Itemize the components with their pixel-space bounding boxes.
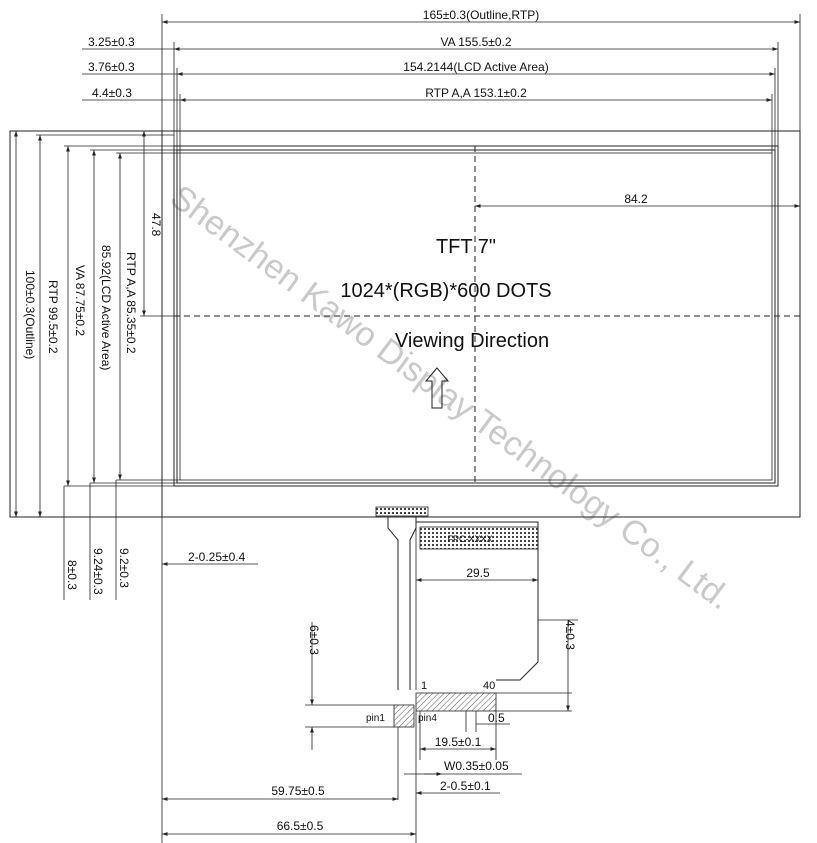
rtp-height-label: RTP 99.5±0.2 [46, 280, 60, 354]
offset-4-4-label: 4.4±0.3 [92, 86, 132, 100]
pin4-label: pin4 [418, 713, 437, 724]
outline-width-label: 165±0.3(Outline,RTP) [423, 8, 539, 22]
fpc-offset-59-label: 59.75±0.5 [271, 784, 325, 798]
center-width-label: 84.2 [624, 192, 648, 206]
rtp-outline-rect [161, 130, 801, 518]
lcd-height-label: 85.92(LCD Active Area) [99, 245, 113, 370]
pin1-height-label: 6±0.3 [307, 625, 321, 655]
left-dimensions: 100±0.3(Outline) RTP 99.5±0.2 VA 87.75±0… [10, 130, 180, 600]
fpc-label-text: FPC-XXXX [447, 534, 492, 544]
bottom-offset-8-label: 8±0.3 [65, 560, 79, 590]
fpc-connector-pads [375, 506, 429, 517]
fpc-cable: FPC-XXXX pin1 pin4 1 40 [366, 506, 572, 728]
bottom-offset-9-2-label: 9.2±0.3 [117, 548, 131, 588]
pin1-label: pin1 [366, 713, 385, 724]
fpc-dimensions: 2-0.25±0.4 29.5 4±0.3 6±0.3 0.5 19.5±0.1… [161, 517, 578, 843]
pin-last-label: 40 [483, 680, 495, 692]
pin-span-label: 19.5±0.1 [435, 735, 482, 749]
center-height-label: 47.8 [149, 213, 163, 237]
offset-3-25-label: 3.25±0.3 [88, 35, 135, 49]
offset-3-76-label: 3.76±0.3 [88, 60, 135, 74]
tail-height-label: 4±0.3 [563, 620, 577, 650]
outline-height-label: 100±0.3(Outline) [23, 270, 37, 359]
hole-dim-label: 2-0.25±0.4 [188, 550, 246, 564]
pin-first-label: 1 [421, 680, 427, 692]
pin-width-label: W0.35±0.05 [444, 759, 509, 773]
pin-offset-label: 2-0.5±0.1 [440, 779, 491, 793]
lcd-width-label: 154.2144(LCD Active Area) [403, 60, 548, 74]
va-width-label: VA 155.5±0.2 [440, 35, 511, 49]
pin1-marker-icon [393, 704, 415, 728]
top-dimensions: 165±0.3(Outline,RTP) VA 155.5±0.2 154.21… [82, 8, 801, 153]
va-height-label: VA 87.75±0.2 [73, 265, 87, 336]
bottom-offset-9-24-label: 9.24±0.3 [91, 548, 105, 595]
fpc-width-label: 29.5 [466, 566, 490, 580]
fpc-pin-area [415, 692, 497, 712]
display-title: TFT 7" [436, 236, 496, 258]
rtp-width-label: RTP A,A 153.1±0.2 [425, 86, 527, 100]
viewing-direction-label: Viewing Direction [395, 330, 549, 352]
viewing-arrow-icon [424, 367, 450, 409]
display-resolution: 1024*(RGB)*600 DOTS [340, 280, 551, 302]
fpc-offset-66-label: 66.5±0.5 [277, 819, 324, 833]
pitch-label: 0.5 [488, 711, 505, 725]
rtp-aa-height-label: RTP A,A 85.35±0.2 [124, 252, 138, 354]
